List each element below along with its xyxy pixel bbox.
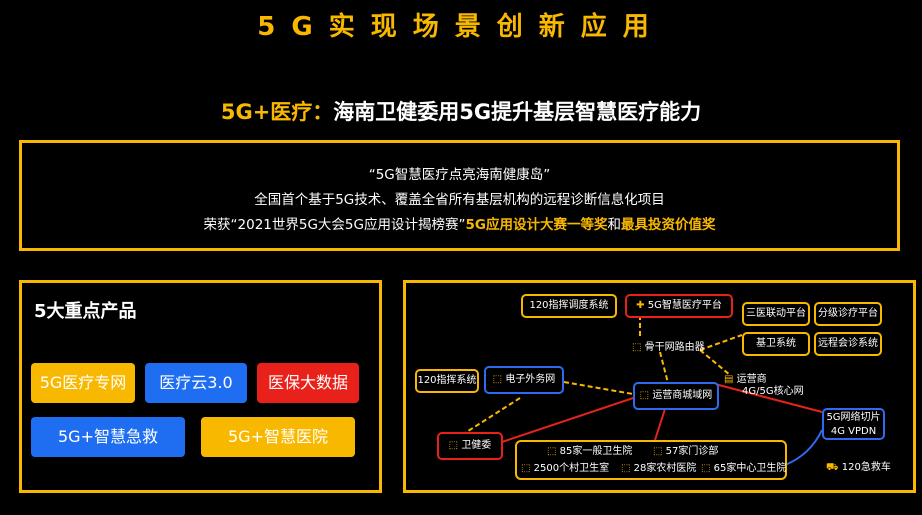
carrier-label: ▤ 运营商 (724, 374, 767, 385)
line-core-slice (714, 383, 823, 413)
node-egov-network: ⬚ 电子外务网 (484, 366, 564, 394)
router-icon: ⬚ (653, 446, 663, 457)
product-medical-cloud[interactable]: 医疗云3.0 (145, 363, 247, 403)
node-basic-health-system: 基卫系统 (742, 332, 810, 356)
node-tiered-diagnosis: 分级诊疗平台 (814, 302, 882, 326)
award-1: 5G应用设计大赛一等奖 (465, 217, 608, 233)
page-subtitle: 5G+医疗：海南卫健委用5G提升基层智慧医疗能力 (0, 96, 922, 126)
info-line-3: 荣获“2021世界5G大会5G应用设计揭榜赛”5G应用设计大赛一等奖和最具投资价… (22, 213, 897, 233)
line-backbone-metro (659, 351, 669, 384)
product-insurance-bigdata[interactable]: 医保大数据 (257, 363, 359, 403)
router-icon: ⬚ (639, 390, 650, 401)
products-title: 5大重点产品 (34, 301, 137, 322)
info-line-2: 全国首个基于5G技术、覆盖全省所有基层机构的远程诊断信息化项目 (254, 192, 665, 208)
network-diagram-panel (403, 280, 916, 493)
backbone-router-label: ⬚ 骨干网路由器 (632, 342, 705, 353)
plus-icon: ✚ (636, 300, 645, 311)
line-backbone-apps (699, 334, 743, 351)
router-icon: ⬚ (701, 463, 711, 474)
core-network-label: 4G/5G核心网 (742, 386, 804, 397)
page-title: 5G实现场景创新应用 (257, 12, 665, 42)
product-smart-hospital[interactable]: 5G+智慧医院 (201, 417, 355, 457)
products-panel: 5大重点产品 5G医疗专网 医疗云3.0 医保大数据 5G+智慧急救 5G+智慧… (19, 280, 382, 493)
ambulance-label: ⛟ 120急救车 (826, 462, 891, 473)
router-icon: ⬚ (521, 463, 531, 474)
hospital-28: ⬚ 28家农村医院 (621, 463, 697, 474)
product-smart-emergency[interactable]: 5G+智慧急救 (31, 417, 185, 457)
node-triple-linkage: 三医联动平台 (742, 302, 810, 326)
router-icon: ⬚ (547, 446, 557, 457)
line-slice-hospitals (784, 429, 823, 466)
ambulance-icon: ⛟ (826, 462, 839, 473)
hospital-2500: ⬚ 2500个村卫生室 (521, 463, 610, 474)
node-primary-hospitals: ⬚ 85家一般卫生院 ⬚ 57家门诊部 ⬚ 2500个村卫生室 ⬚ 28家农村医… (515, 440, 787, 480)
info-panel: “5G智慧医疗点亮海南健康岛” 全国首个基于5G技术、覆盖全省所有基层机构的远程… (19, 140, 900, 251)
node-health-commission: ⬚ 卫健委 (437, 432, 503, 460)
line-egov-health (464, 397, 521, 434)
router-icon: ⬚ (621, 463, 631, 474)
router-icon: ⬚ (632, 342, 642, 353)
node-smart-medical-platform: ✚ 5G智慧医疗平台 (625, 294, 733, 318)
hospital-85: ⬚ 85家一般卫生院 (547, 446, 633, 457)
node-remote-consultation: 远程会诊系统 (814, 332, 882, 356)
hospital-57: ⬚ 57家门诊部 (653, 446, 719, 457)
award-2: 最具投资价值奖 (620, 217, 716, 233)
line-egov-metro (563, 381, 634, 395)
line-backbone-core (699, 349, 731, 376)
node-120-command: 120指挥系统 (415, 369, 479, 393)
info-line-1: “5G智慧医疗点亮海南健康岛” (368, 167, 551, 183)
info-line-3-and: 和 (607, 217, 621, 233)
hospital-65: ⬚ 65家中心卫生院 (701, 463, 787, 474)
subtitle-text: 海南卫健委用5G提升基层智慧医疗能力 (333, 100, 702, 124)
info-line-3-prefix: 荣获“2021世界5G大会5G应用设计揭榜赛” (203, 217, 466, 233)
router-icon: ⬚ (448, 440, 459, 451)
node-metro-network: ⬚ 运营商城域网 (633, 382, 719, 410)
line-metro-hospitals (654, 408, 666, 441)
node-120-dispatch: 120指挥调度系统 (521, 294, 617, 318)
server-icon: ▤ (724, 374, 734, 385)
subtitle-highlight: 5G+医疗： (220, 100, 334, 124)
line-metro-health (501, 394, 643, 443)
router-icon: ⬚ (492, 374, 503, 385)
product-medical-network[interactable]: 5G医疗专网 (31, 363, 135, 403)
